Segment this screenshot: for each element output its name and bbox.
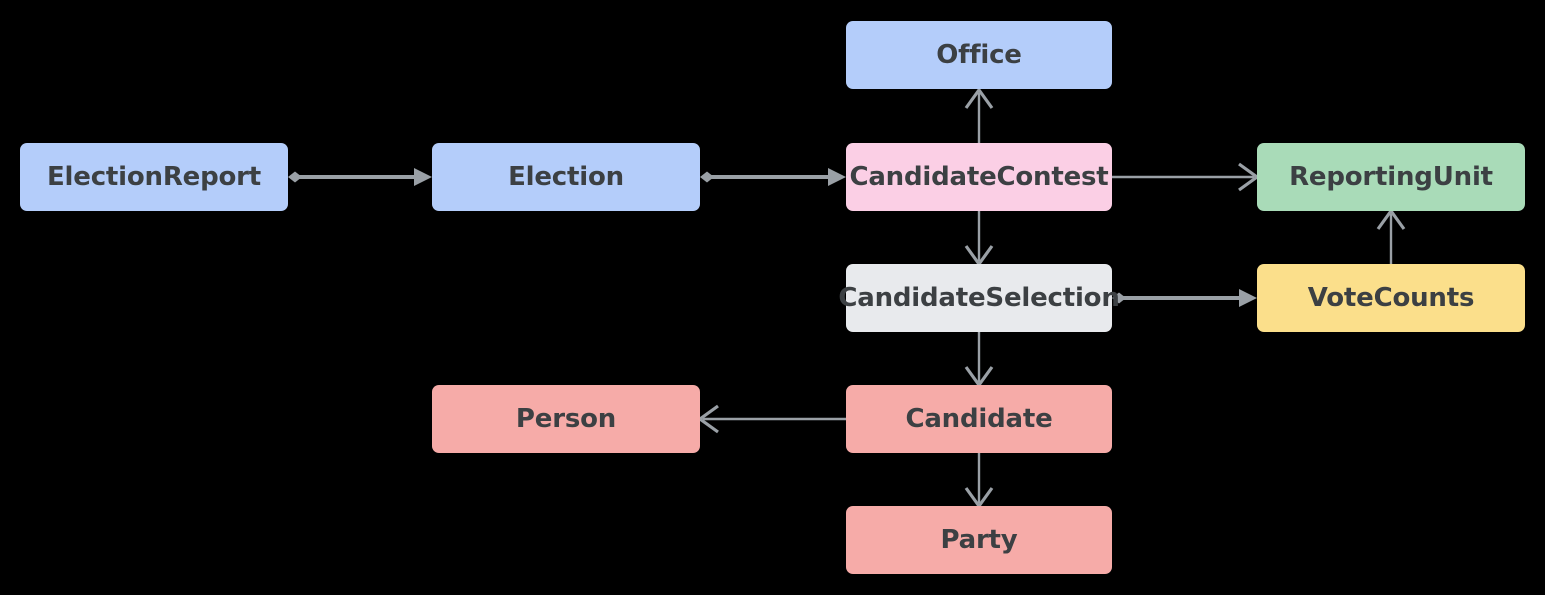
node-vote-counts[interactable]: VoteCounts <box>1257 264 1525 332</box>
edge-candidate-selection-to-candidate <box>964 332 994 388</box>
node-label-office: Office <box>936 40 1022 70</box>
node-label-candidate: Candidate <box>905 404 1053 434</box>
edge-election-to-candidate-contest <box>700 168 846 186</box>
edge-candidate-to-party <box>964 453 994 509</box>
node-label-candidate-contest: CandidateContest <box>849 162 1109 192</box>
edge-candidate-contest-to-candidate-selection <box>964 211 994 267</box>
node-candidate[interactable]: Candidate <box>846 385 1112 453</box>
node-label-person: Person <box>515 404 617 434</box>
node-label-party: Party <box>940 525 1018 555</box>
node-label-reporting-unit: ReportingUnit <box>1289 162 1493 192</box>
node-party[interactable]: Party <box>846 506 1112 574</box>
node-label-candidate-selection: CandidateSelection <box>838 283 1120 313</box>
edge-candidate-selection-to-vote-counts <box>1112 289 1257 307</box>
edge-election-report-to-election <box>288 168 432 186</box>
node-candidate-selection[interactable]: CandidateSelection <box>838 264 1120 332</box>
edge-candidate-to-person <box>697 404 846 434</box>
node-candidate-contest[interactable]: CandidateContest <box>846 143 1112 211</box>
edge-candidate-contest-to-reporting-unit <box>1112 162 1260 192</box>
node-office[interactable]: Office <box>846 21 1112 89</box>
edge-vote-counts-to-reporting-unit <box>1376 208 1406 264</box>
node-label-election-report: ElectionReport <box>46 162 261 192</box>
node-election-report[interactable]: ElectionReport <box>20 143 288 211</box>
node-label-election: Election <box>508 162 624 192</box>
node-label-vote-counts: VoteCounts <box>1307 283 1475 313</box>
node-person[interactable]: Person <box>432 385 700 453</box>
node-election[interactable]: Election <box>432 143 700 211</box>
node-reporting-unit[interactable]: ReportingUnit <box>1257 143 1525 211</box>
edge-candidate-contest-to-office <box>964 87 994 143</box>
